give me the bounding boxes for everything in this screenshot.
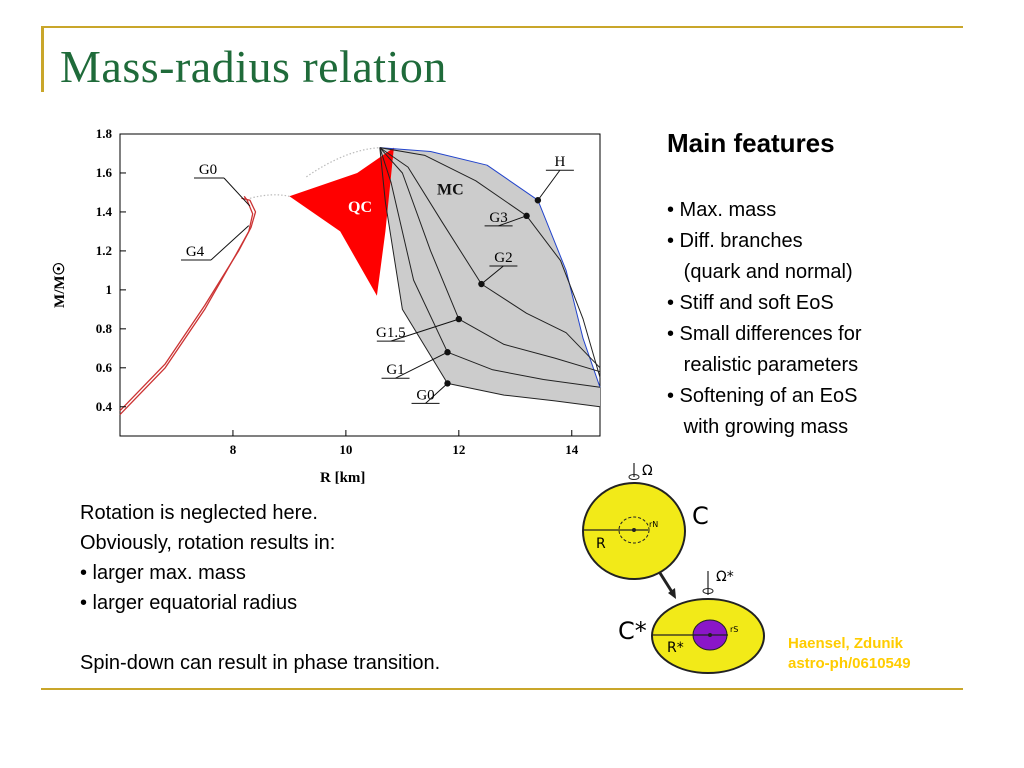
feature-item: • Max. mass — [667, 199, 777, 221]
mc-label: MC — [437, 181, 464, 198]
marker-label: G1.5 — [376, 325, 406, 341]
x-tick-label: 8 — [230, 442, 237, 457]
x-axis-label: R [km] — [320, 470, 365, 486]
curve-label-g4: G4 — [186, 244, 205, 260]
unstable-branch — [249, 194, 290, 199]
unstable-branch — [306, 147, 380, 178]
omega-label: Ω — [642, 463, 653, 479]
transition-arrow-icon — [658, 572, 674, 593]
title-accent-bar — [41, 26, 44, 92]
feature-item: • Small differences for — [667, 323, 862, 345]
qc-label: QC — [348, 199, 372, 216]
rotation-line: Obviously, rotation results in: — [80, 532, 336, 554]
marker-label: G1 — [386, 362, 404, 378]
marker-label: G3 — [489, 210, 507, 226]
features-heading: Main features — [667, 128, 835, 158]
leader-line — [481, 265, 504, 285]
marker-label: G2 — [494, 250, 512, 266]
feature-item: (quark and normal) — [667, 261, 853, 283]
radius-star-label: R* — [667, 640, 684, 656]
marker-point — [478, 280, 485, 288]
marker-point — [444, 380, 451, 387]
curve-label-g0: G0 — [199, 162, 217, 178]
rotation-conclusion: Spin-down can result in phase transition… — [80, 652, 441, 674]
y-tick-label: 1.2 — [96, 243, 112, 258]
marker-point — [534, 197, 542, 204]
y-tick-label: 1 — [106, 282, 113, 297]
leader-line — [498, 215, 527, 227]
spin-arrow-icon — [702, 588, 714, 594]
feature-item: • Stiff and soft EoS — [667, 292, 834, 314]
curve-g4 — [119, 197, 257, 412]
center-dot-icon — [632, 528, 636, 532]
qc-region — [289, 147, 394, 296]
config-c-star-label: C* — [618, 617, 647, 645]
slide-title: Mass-radius relation — [60, 41, 447, 92]
radius-label: R — [596, 536, 606, 552]
y-tick-label: 1.6 — [96, 165, 113, 180]
spin-arrow-icon — [628, 474, 640, 480]
feature-item: with growing mass — [667, 416, 849, 438]
leader-line — [537, 169, 561, 201]
rotation-line: Rotation is neglected here. — [80, 502, 318, 524]
marker-label: G0 — [416, 387, 434, 403]
feature-item: realistic parameters — [667, 354, 859, 376]
y-axis-label: M/M☉ — [52, 262, 68, 308]
rn-label: rN — [649, 520, 658, 529]
leader-line — [210, 225, 250, 261]
reference: Haensel, Zdunik astro-ph/0610549 — [788, 634, 911, 674]
x-tick-label: 14 — [565, 442, 579, 457]
leader-line — [390, 318, 459, 342]
rotation-line: • larger max. mass — [80, 562, 246, 584]
marker-point — [523, 212, 530, 220]
x-tick-label: 12 — [452, 442, 465, 457]
main-features-panel: Main features • Max. mass • Diff. branche… — [667, 128, 987, 443]
rs-label: rS — [730, 625, 738, 634]
y-tick-label: 1.8 — [96, 126, 113, 141]
center-dot-icon — [708, 633, 712, 637]
paragraph-gap — [80, 618, 560, 648]
leader-line — [425, 383, 448, 404]
rotation-notes: Rotation is neglected here. Obviously, r… — [80, 498, 560, 678]
bottom-rule — [41, 688, 963, 690]
core-boundary-icon — [618, 516, 650, 544]
x-tick-label: 10 — [339, 442, 352, 457]
y-tick-label: 0.4 — [96, 399, 113, 414]
omega-star-label: Ω* — [716, 569, 734, 585]
feature-item: • Softening of an EoS — [667, 385, 858, 407]
leader-line — [223, 177, 251, 207]
y-tick-label: 1.4 — [96, 204, 113, 219]
marker-point — [444, 349, 451, 356]
leader-line — [395, 351, 448, 379]
arrow-head-icon — [668, 588, 676, 599]
rotation-line: • larger equatorial radius — [80, 592, 298, 614]
feature-item: • Diff. branches — [667, 230, 803, 252]
top-rule — [41, 26, 963, 28]
y-tick-label: 0.6 — [96, 360, 113, 375]
config-c-label: C — [692, 502, 709, 530]
marker-label: H — [554, 154, 565, 170]
rotation-diagram: Ω R rN C Ω* R* rS C* — [582, 463, 765, 674]
features-list: • Max. mass • Diff. branches (quark and n… — [667, 195, 987, 443]
reference-arxiv: astro-ph/0610549 — [788, 655, 911, 672]
reference-authors: Haensel, Zdunik — [788, 635, 904, 652]
marker-point — [455, 315, 463, 323]
y-tick-label: 0.8 — [96, 321, 113, 336]
